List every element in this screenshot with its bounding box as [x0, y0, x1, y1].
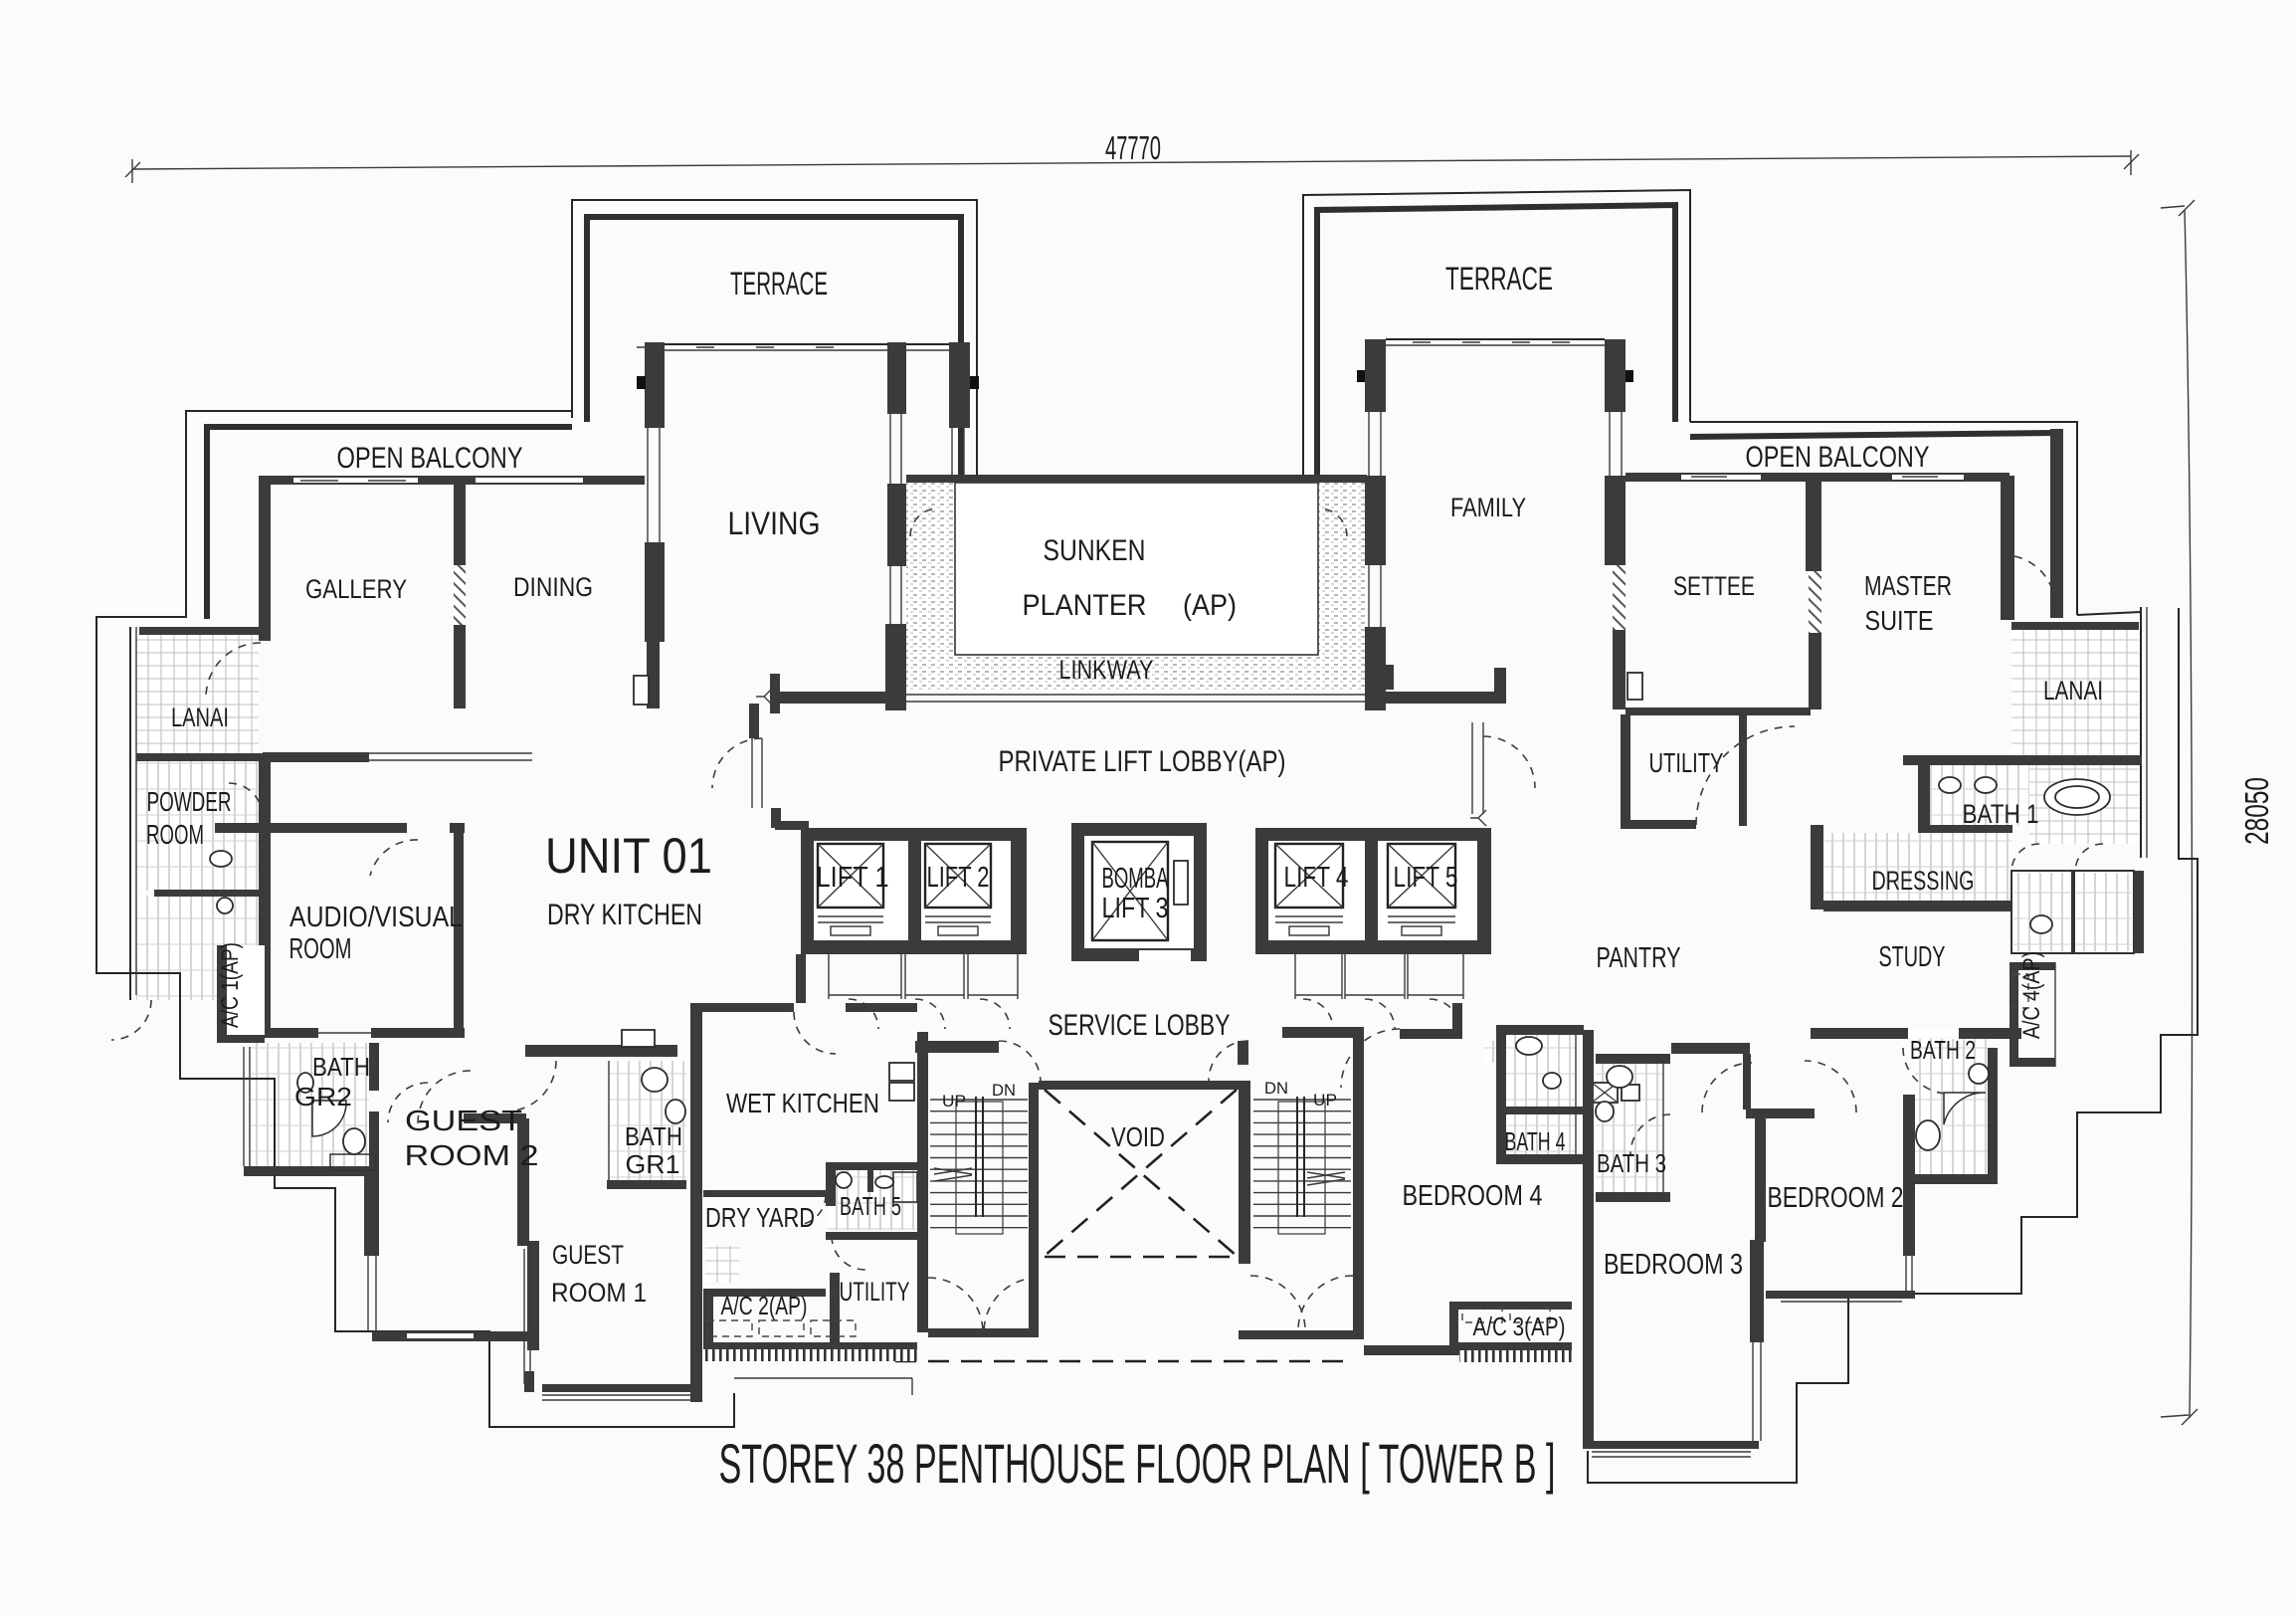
svg-text:SUITE: SUITE: [1865, 605, 1934, 636]
svg-text:TERRACE: TERRACE: [1445, 261, 1553, 297]
svg-text:DRY YARD: DRY YARD: [705, 1202, 815, 1233]
svg-text:ROOM: ROOM: [289, 933, 352, 965]
svg-text:WET KITCHEN: WET KITCHEN: [726, 1088, 879, 1118]
svg-text:DRESSING: DRESSING: [1872, 866, 1975, 896]
svg-text:BEDROOM 4: BEDROOM 4: [1403, 1180, 1543, 1212]
svg-text:DN: DN: [1264, 1079, 1288, 1098]
svg-text:GR2: GR2: [294, 1082, 352, 1111]
svg-text:BATH: BATH: [312, 1052, 370, 1082]
svg-text:UTILITY: UTILITY: [840, 1277, 910, 1307]
svg-text:LIFT 2: LIFT 2: [927, 862, 990, 894]
svg-text:BOMBA: BOMBA: [1102, 863, 1169, 895]
svg-text:A/C 1(AP): A/C 1(AP): [217, 942, 244, 1028]
svg-text:A/C 3(AP): A/C 3(AP): [1473, 1312, 1566, 1341]
svg-text:A/C 4(AP): A/C 4(AP): [2018, 951, 2045, 1039]
svg-text:PANTRY: PANTRY: [1597, 942, 1681, 974]
svg-text:OPEN BALCONY: OPEN BALCONY: [337, 442, 523, 475]
svg-text:BATH: BATH: [625, 1121, 682, 1151]
svg-text:STOREY 38 PENTHOUSE FLOOR PLAN: STOREY 38 PENTHOUSE FLOOR PLAN [ TOWER B…: [719, 1432, 1556, 1495]
svg-text:UTILITY: UTILITY: [1649, 747, 1724, 778]
svg-text:SUNKEN: SUNKEN: [1044, 534, 1146, 567]
svg-text:47770: 47770: [1105, 129, 1161, 166]
svg-text:TERRACE: TERRACE: [730, 266, 828, 302]
svg-text:28050: 28050: [2238, 777, 2275, 845]
svg-text:UP: UP: [1313, 1091, 1337, 1110]
svg-text:DINING: DINING: [513, 572, 593, 602]
svg-text:UNIT 01: UNIT 01: [545, 828, 712, 884]
svg-text:UP: UP: [942, 1092, 966, 1111]
svg-text:POWDER: POWDER: [147, 786, 232, 817]
svg-text:BATH 2: BATH 2: [1910, 1035, 1976, 1065]
svg-text:ROOM 1: ROOM 1: [551, 1278, 647, 1308]
svg-text:LIFT 3: LIFT 3: [1102, 893, 1169, 924]
svg-text:PRIVATE LIFT LOBBY(AP): PRIVATE LIFT LOBBY(AP): [999, 745, 1286, 778]
svg-text:ROOM 2: ROOM 2: [405, 1140, 539, 1172]
svg-text:LIFT 4: LIFT 4: [1284, 862, 1349, 894]
svg-text:DN: DN: [992, 1081, 1016, 1100]
svg-text:BATH 5: BATH 5: [840, 1191, 901, 1221]
svg-text:LIFT 1: LIFT 1: [817, 862, 889, 894]
svg-text:GUEST: GUEST: [552, 1240, 624, 1270]
svg-text:LIVING: LIVING: [728, 505, 821, 541]
svg-text:SERVICE LOBBY: SERVICE LOBBY: [1049, 1009, 1231, 1042]
svg-text:ROOM: ROOM: [146, 819, 204, 850]
svg-text:GALLERY: GALLERY: [305, 574, 407, 604]
svg-text:BATH 4: BATH 4: [1505, 1126, 1566, 1156]
svg-text:SETTEE: SETTEE: [1673, 571, 1755, 601]
svg-text:GR1: GR1: [626, 1149, 680, 1179]
svg-text:LANAI: LANAI: [2043, 676, 2103, 706]
svg-text:BATH 3: BATH 3: [1597, 1148, 1666, 1178]
svg-text:GUEST: GUEST: [405, 1106, 522, 1137]
svg-text:OPEN BALCONY: OPEN BALCONY: [1746, 441, 1930, 474]
svg-text:BEDROOM 2: BEDROOM 2: [1768, 1182, 1904, 1214]
svg-text:LIFT 5: LIFT 5: [1394, 862, 1458, 894]
svg-text:STUDY: STUDY: [1879, 941, 1946, 973]
svg-text:VOID: VOID: [1111, 1121, 1165, 1152]
svg-text:LINKWAY: LINKWAY: [1059, 655, 1154, 685]
svg-text:FAMILY: FAMILY: [1450, 493, 1526, 522]
svg-text:PLANTER: PLANTER: [1023, 589, 1147, 622]
svg-text:A/C 2(AP): A/C 2(AP): [721, 1291, 808, 1320]
svg-text:(AP): (AP): [1183, 589, 1237, 622]
svg-text:DRY KITCHEN: DRY KITCHEN: [547, 899, 702, 931]
svg-text:BATH 1: BATH 1: [1963, 799, 2039, 829]
svg-text:LANAI: LANAI: [171, 703, 229, 732]
svg-text:MASTER: MASTER: [1864, 570, 1952, 601]
svg-text:AUDIO/VISUAL: AUDIO/VISUAL: [289, 902, 463, 933]
svg-text:BEDROOM 3: BEDROOM 3: [1604, 1249, 1743, 1281]
